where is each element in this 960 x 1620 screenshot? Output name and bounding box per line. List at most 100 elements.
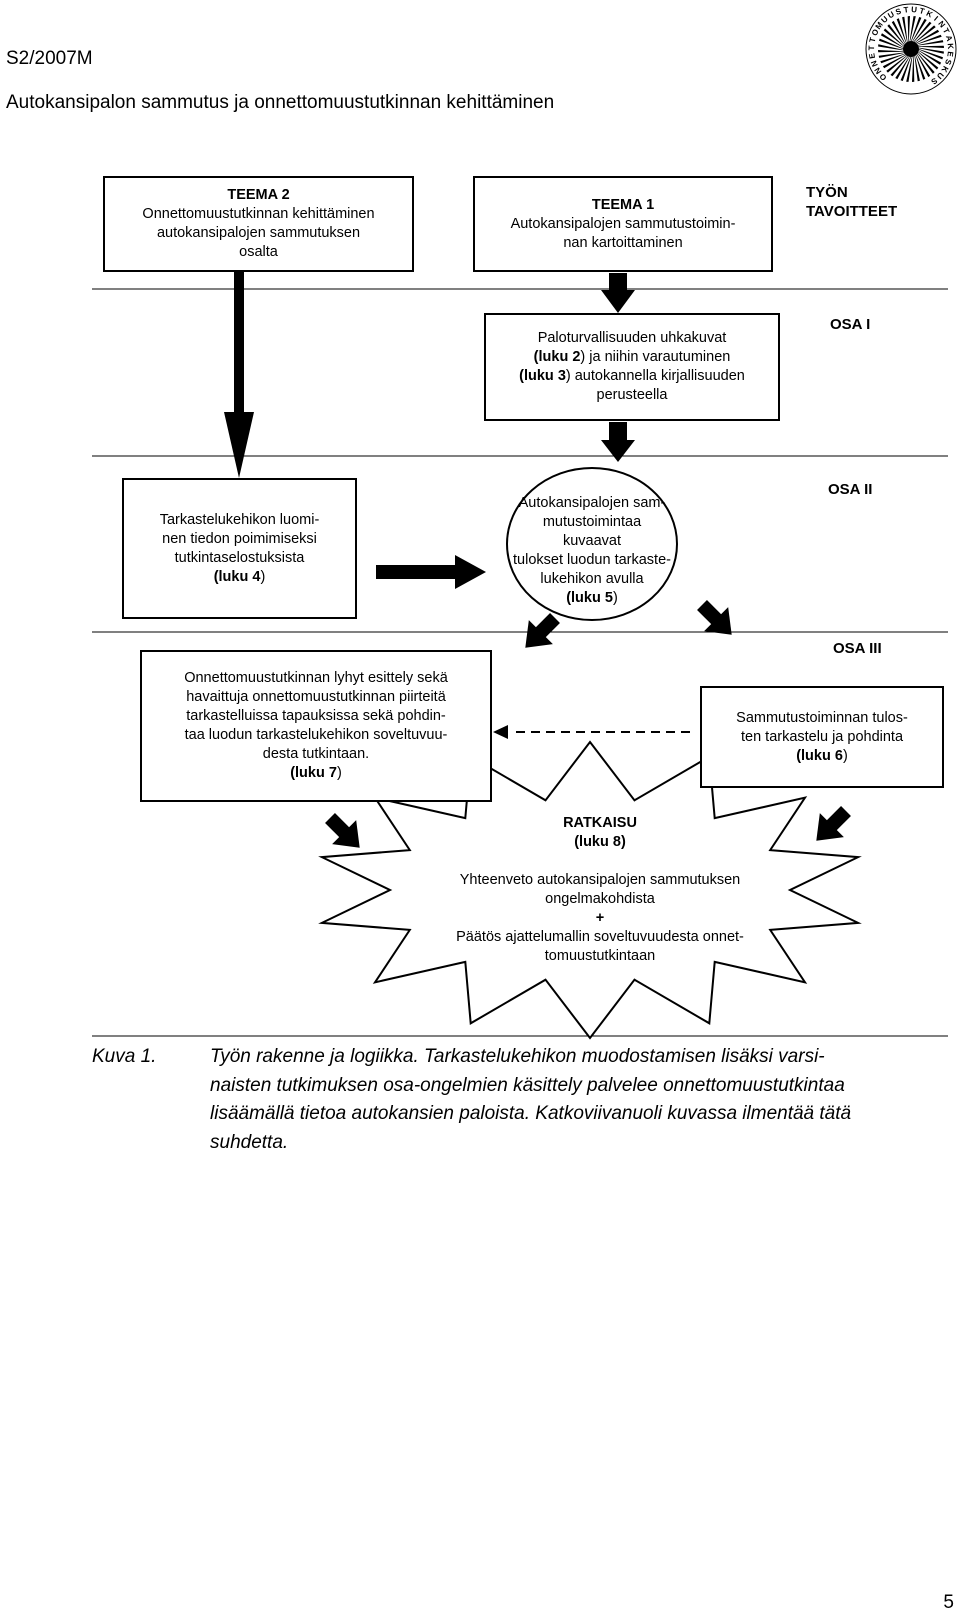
logo-ray <box>895 56 910 80</box>
report-id: S2/2007M <box>6 48 93 69</box>
logo-letter: N <box>936 19 947 29</box>
logo-ray <box>887 24 905 45</box>
ellipse-luku5 <box>506 467 678 621</box>
box-luku2-3: Paloturvallisuuden uhkakuvat (luku 2) ja… <box>484 313 780 421</box>
report-title: Autokansipalon sammutus ja onnettomuustu… <box>6 92 555 113</box>
logo-letter: K <box>925 9 935 20</box>
arrow-diagonal-down-left <box>525 613 560 648</box>
logo-letter: O <box>870 28 881 37</box>
logo-ray <box>886 55 907 73</box>
solution-title: RATKAISU <box>563 815 637 831</box>
arrow-right-shaft <box>376 565 456 579</box>
logo-letter: K <box>939 64 950 74</box>
logo-ray <box>878 50 904 53</box>
solution-star-text: RATKAISU (luku 8) Yhteenveto autokansipa… <box>400 814 800 966</box>
figure-caption-text: Työn rakenne ja logiikka. Tarkastelukehi… <box>210 1046 852 1153</box>
logo-ray <box>917 40 944 46</box>
logo-ray <box>879 38 903 49</box>
logo-letter: O <box>878 71 889 82</box>
logo-letter: K <box>946 43 955 50</box>
arrow-right-head <box>455 555 486 589</box>
logo-letter: U <box>935 70 946 80</box>
osa-i-label: OSA I <box>830 316 871 333</box>
arrow-down-shaft <box>609 422 627 440</box>
logo-ray <box>916 29 940 44</box>
logo-letter: A <box>944 34 954 42</box>
osa-ii-label: OSA II <box>828 481 873 498</box>
logo-letter: T <box>903 5 909 15</box>
teema2-box: TEEMA 2 Onnettomuustutkinnan kehittämine… <box>103 176 414 272</box>
teema2-line: Onnettomuustutkinnan kehittäminen <box>142 206 375 222</box>
logo-ray <box>918 45 944 48</box>
logo-ray <box>900 57 911 81</box>
teema2-title: TEEMA 2 <box>227 187 290 203</box>
page-number: 5 <box>943 1592 954 1613</box>
logo-letter: N <box>869 59 880 68</box>
teema1-line: nan kartoittaminen <box>563 234 683 251</box>
arrow-diagonal-into-star-right <box>816 806 851 841</box>
dashed-arrow-head <box>493 725 508 739</box>
logo-ray <box>917 34 942 45</box>
logo-ray <box>878 52 905 58</box>
logo-letter: M <box>874 20 885 31</box>
logo-ray <box>918 47 944 54</box>
teema1-line: Autokansipalojen sammutustoimin- <box>510 215 736 232</box>
logo-ray <box>914 55 920 82</box>
solution-star <box>318 740 862 1040</box>
logo-letter: E <box>945 51 955 58</box>
logo-ray <box>891 20 906 44</box>
logo-ray <box>918 51 939 70</box>
logo-ray <box>915 25 936 43</box>
logo-letter: S <box>929 76 939 87</box>
logo-letter: E <box>867 52 877 59</box>
logo-ray <box>882 54 906 69</box>
solution-ref: (luku 8) <box>574 834 626 850</box>
logo-letter: T <box>868 37 878 44</box>
teema1-title: TEEMA 1 <box>591 196 655 213</box>
logo-ray <box>878 44 904 51</box>
logo-ray <box>916 54 931 78</box>
logo-letter: U <box>879 14 889 25</box>
logo-ray <box>911 17 922 41</box>
logo-ray <box>912 18 927 42</box>
arrow-down-head <box>224 412 254 478</box>
logo-ray <box>913 21 932 42</box>
logo-ray <box>902 16 908 43</box>
teema1-box: TEEMA 1 Autokansipalojen sammutustoimin-… <box>473 176 773 272</box>
ellipse-luku5-text: Autokansipalojen sam- mutustoimintaa kuv… <box>513 495 671 606</box>
logo-letter: S <box>943 58 953 67</box>
arrow-down-head <box>601 290 635 313</box>
logo-letter: U <box>911 5 918 14</box>
logo-ray <box>915 55 926 80</box>
box-luku4: Tarkastelukehikon luomi- nen tiedon poim… <box>122 478 357 619</box>
logo-ray <box>890 56 909 77</box>
logo-letter: T <box>867 45 876 50</box>
logo-letter: T <box>918 6 925 16</box>
logo-letter: S <box>894 6 903 16</box>
logo-letter: U <box>886 10 896 21</box>
logo-ray <box>880 53 905 64</box>
box-luku7: Onnettomuustutkinnan lyhyt esittely sekä… <box>140 650 492 802</box>
logo-ray <box>907 16 910 42</box>
arrow-diagonal-into-star-left <box>325 813 360 848</box>
logo-ray <box>896 18 907 43</box>
figure-caption-label: Kuva 1. <box>92 1046 157 1067</box>
teema2-line: autokansipalojen sammutuksen <box>156 225 361 241</box>
arrow-down-shaft <box>609 273 627 291</box>
logo-letter: T <box>941 27 951 36</box>
logo-letter: N <box>873 66 884 76</box>
goals-label: TYÖN TAVOITTEET <box>806 184 898 220</box>
logo-ray <box>883 28 904 47</box>
logo-ray <box>917 53 935 74</box>
logo-ray <box>906 56 913 82</box>
logo-ray <box>880 33 904 48</box>
arrow-down-head <box>601 440 635 462</box>
teema2-line: osalta <box>239 244 278 260</box>
osa-iii-label: OSA III <box>833 640 882 657</box>
logo-ray <box>918 50 942 65</box>
box-luku6: Sammutustoiminnan tulos- ten tarkastelu … <box>700 686 944 788</box>
logo-ray <box>909 16 916 42</box>
logo-ray <box>912 56 915 82</box>
